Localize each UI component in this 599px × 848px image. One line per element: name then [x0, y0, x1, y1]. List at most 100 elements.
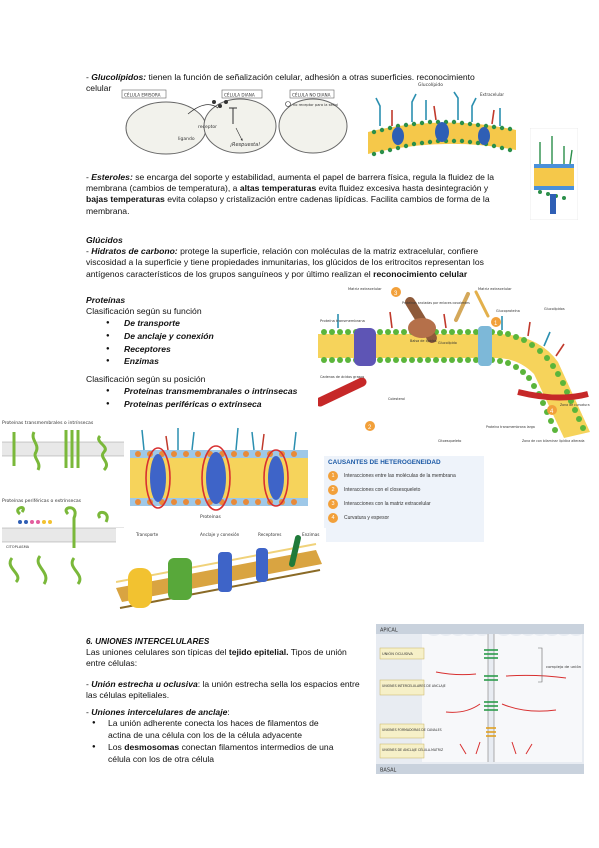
- number-badge: 3: [328, 499, 338, 509]
- list-item: Enzimas: [86, 355, 326, 368]
- glucidos-title: Hidratos de carbono:: [91, 246, 178, 257]
- b2-pre: Los: [108, 741, 125, 752]
- label-emisora: CÉLULA EMISORA: [124, 93, 161, 98]
- proteinas-heading: Proteínas: [86, 295, 126, 305]
- esteroles-altas: altas temperaturas: [239, 183, 317, 194]
- glucolipidos-text-2: celular: [86, 83, 112, 94]
- anclaje-colon: :: [227, 707, 230, 718]
- b2-line-1: conectan filamentos intermedios de una: [179, 741, 334, 752]
- label-no-receptor: no receptor para la señal: [293, 103, 338, 107]
- b2-line-2: célula con los de otra célula: [108, 753, 215, 764]
- posicion-list: Proteínas transmembranales o intrínsecas…: [86, 385, 326, 410]
- label-celula-matriz: UNIONES DE ANCLAJE CÉLULA-MATRIZ: [382, 747, 444, 752]
- protein-function-figure: Transporte Anclaje y conexión Receptores…: [116, 528, 326, 616]
- oclusiva-text-2: las células epiteliales.: [86, 689, 170, 700]
- glycolipid-strip-figure: [530, 128, 578, 220]
- glucolipidos-paragraph: - Glucolípidos: tienen la función de señ…: [86, 72, 556, 94]
- item-text: Interacciones con la matriz extracelular: [344, 501, 431, 507]
- label-diana: CÉLULA DIANA: [224, 93, 255, 98]
- glucidos-text-2: viscosidad a la superficie y tiene propi…: [86, 257, 484, 268]
- uniones-section: 6. UNIONES INTERCELULARES Las uniones ce…: [86, 636, 366, 765]
- desmosomas: desmosomas: [124, 741, 180, 752]
- glucidos-text-1: protege la superficie, relación con molé…: [177, 246, 479, 257]
- number-badge: 1: [328, 471, 338, 481]
- label-ligando: ligando: [178, 136, 195, 142]
- cell-signaling-figure: CÉLULA EMISORA CÉLULA DIANA CÉLULA NO DI…: [121, 89, 348, 155]
- label-zona: Zona de curvatura: [560, 403, 590, 407]
- list-item: Receptores: [86, 343, 326, 356]
- marker-3: 3: [394, 291, 398, 297]
- item-text: Interacciones con el closesqueleto: [344, 487, 421, 493]
- list-item: 4 Curvatura y espesor: [328, 513, 480, 523]
- list-item: Los desmosomas conectan filamentos inter…: [86, 742, 366, 766]
- label-perifericas: Proteínas periféricas o extrínsecas: [2, 497, 82, 504]
- anclaje-list: La unión adherente conecta los haces de …: [86, 718, 366, 765]
- label-receptores: Receptores: [258, 532, 281, 537]
- item-text: Interacciones entre las moléculas de la …: [344, 473, 456, 479]
- label-respuesta: ¡Respuesta!: [230, 142, 260, 148]
- cell-junctions-figure: APICAL BASAL UNIÓN OCLUSIVA UNIONES INTE…: [376, 624, 584, 774]
- label-matriz: Matriz extracelular: [348, 287, 382, 291]
- heterogeneidad-title: CAUSANTES DE HETEROGENEIDAD: [328, 459, 441, 466]
- label-transporte: Transporte: [135, 532, 159, 537]
- label-transmembrana: Proteína transmembrana: [320, 319, 365, 323]
- uniones-text-2: entre células:: [86, 658, 138, 669]
- oclusiva-title: Unión estrecha u oclusiva: [91, 678, 198, 689]
- label-alterado: Zona de con bilaminar lipídica alterada: [522, 439, 585, 443]
- label-enzimas: Enzimas: [302, 532, 320, 537]
- proteinas-section: Proteínas Clasificación según su función…: [86, 295, 326, 410]
- glucidos-reconocimiento: reconocimiento celular: [373, 268, 468, 279]
- esteroles-text-1: se encarga del soporte y estabilidad, au…: [132, 172, 494, 182]
- label-balsa: Balsa de lípidos: [410, 339, 437, 343]
- list-item: 1 Interacciones entre las moléculas de l…: [328, 471, 480, 481]
- label-larga: Proteína transmembrana larga: [486, 425, 535, 429]
- glycolipid-membrane-figure: Glucolípido Extracelular: [368, 80, 516, 170]
- glucidos-text-3: antígenos característicos de los grupos …: [86, 268, 374, 279]
- glucidos-paragraph: Glúcidos - Hidratos de carbono: protege …: [86, 235, 546, 280]
- number-badge: 2: [328, 485, 338, 495]
- marker-4: 4: [550, 409, 554, 415]
- label-bicapa: Cadenas de ácidos grasos: [320, 375, 364, 379]
- label-transmembrales: Proteínas transmembrales o intrínsecas: [2, 419, 94, 426]
- membrane-heterogeneity-figure: 3 1 2 4 Matriz extracelular Matriz extra…: [318, 282, 596, 444]
- label-extracelular: Extracelular: [480, 92, 504, 97]
- label-basal: BASAL: [380, 768, 397, 774]
- b1-line-1: La unión adherente conecta los haces de …: [108, 718, 319, 729]
- list-item: 2 Interacciones con el closesqueleto: [328, 485, 480, 495]
- label-anclaje-intercelular: UNIONES INTERCELULARES DE ANCLAJE: [382, 684, 446, 688]
- label-union-oclusiva: UNIÓN OCLUSIVA: [382, 651, 413, 656]
- oclusiva-text-1: : la unión estrecha sella los espacios e…: [197, 678, 360, 689]
- b1-line-2: actina de una célula con los de la célul…: [108, 730, 302, 741]
- label-formadoras-canales: UNIONES FORMADORAS DE CANALES: [382, 728, 442, 732]
- esteroles-bajas: bajas temperaturas: [86, 194, 165, 205]
- glucolipidos-text: tienen la función de señalización celula…: [146, 72, 475, 82]
- label-matriz-2: Matriz extracelular: [478, 287, 512, 291]
- esteroles-text-2c: evita fluidez excesiva hasta desintegrac…: [316, 183, 489, 194]
- protein-bilayer-figure: Proteínas: [130, 418, 308, 524]
- label-receptor: receptor: [198, 124, 217, 130]
- list-item: De transporte: [86, 317, 326, 330]
- esteroles-title: Esteroles:: [91, 172, 133, 182]
- uniones-text-1c: Tipos de unión: [288, 647, 347, 658]
- glucidos-heading: Glúcidos: [86, 235, 123, 245]
- label-proteinas-ancladas: Proteínas ancladas por enlaces covalente…: [402, 301, 470, 305]
- list-item: La unión adherente conecta los haces de …: [86, 718, 366, 742]
- clasificacion-posicion: Clasificación según su posición: [86, 373, 206, 384]
- heterogeneidad-box: CAUSANTES DE HETEROGENEIDAD 1 Interaccio…: [324, 456, 484, 542]
- item-text: Curvatura y espesor: [344, 515, 390, 521]
- uniones-heading: 6. UNIONES INTERCELULARES: [86, 637, 210, 646]
- uniones-text-1: Las uniones celulares son típicas del: [86, 647, 229, 658]
- label-colesterol: Colesterol: [388, 397, 405, 401]
- protein-types-figure: Proteínas transmembrales o intrínsecas P…: [2, 419, 124, 585]
- anclaje-title: Uniones intercelulares de anclaje: [91, 707, 228, 718]
- label-anclaje: Anclaje y conexión: [200, 532, 240, 537]
- number-badge: 4: [328, 513, 338, 523]
- label-citoplasma: CITOPLASMA: [6, 545, 30, 549]
- label-proteinas-bilayer: Proteínas: [200, 513, 222, 520]
- esteroles-text-4: membrana.: [86, 205, 130, 216]
- label-glucolipido: Glucolípido: [418, 81, 443, 88]
- label-glucoproteina: Glucoproteína: [496, 309, 520, 313]
- label-citoesqueleto: Citoesqueleto: [438, 439, 461, 443]
- list-item: Proteínas periféricas o extrínseca: [86, 398, 326, 411]
- list-item: 3 Interacciones con la matriz extracelul…: [328, 499, 480, 509]
